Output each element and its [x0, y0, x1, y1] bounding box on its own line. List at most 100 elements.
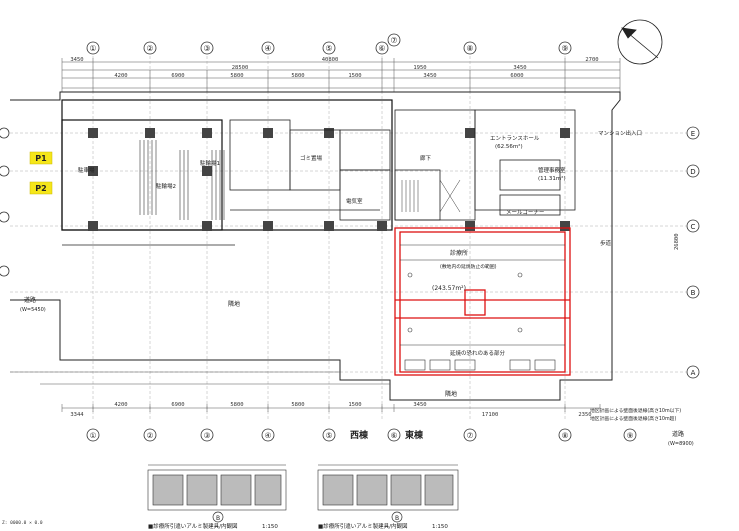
axis-top-1: ①: [89, 44, 96, 53]
property-boundary: [10, 91, 621, 401]
structural-walls: [88, 128, 570, 231]
room-label-parking2: 駐輪場2: [156, 182, 176, 190]
caption-left-scale: 1:150: [262, 524, 278, 530]
top-dimension-lines: [61, 58, 621, 92]
setback-note-1: 地区計画による壁面後退線(高さ10m以下): [590, 407, 681, 414]
axis-top-5: ⑤: [325, 44, 332, 53]
room-label-manager-area: (11.31m²): [538, 175, 566, 182]
axis-bottom-7: ⑦: [467, 431, 474, 440]
axis-bottom-9: ⑨: [627, 431, 634, 440]
axis-B-bubbles-bottom: [212, 511, 403, 523]
room-label-hall: エントランスホール: [490, 135, 540, 142]
road-right-width: (W=8900): [668, 441, 694, 447]
dim-top-sub-2: 28500: [232, 65, 249, 71]
parking-tag-p1-text: P1: [35, 154, 47, 163]
dim-top-total: 40800: [322, 57, 339, 63]
dim-top-span-1: 4200: [114, 73, 127, 79]
axis-bottom-2: ②: [147, 431, 154, 440]
axis-top-3: ③: [203, 44, 210, 53]
lot-label: 隣地: [228, 300, 240, 308]
dim-top-span-2: 6900: [171, 73, 184, 79]
dim-bottom-7: 3450: [413, 402, 426, 408]
dim-top-sub-4: 3450: [513, 65, 526, 71]
room-label-sidewalk: 歩道: [600, 239, 612, 247]
dim-top-sub-5: 2700: [585, 57, 598, 63]
axis-top-7: ⑦: [390, 36, 397, 45]
room-label-bike: 駐輪場1: [200, 159, 220, 167]
room-label-entrance: マンション出入口: [598, 129, 642, 137]
road-left-label: 道路: [24, 296, 36, 304]
axis-bottom-1: ①: [90, 431, 97, 440]
axis-B-right: B: [395, 515, 399, 522]
room-label-parking1: 駐車場: [78, 166, 95, 174]
clinic-title: 診療所: [450, 249, 468, 257]
elevation-sketch-left: [147, 464, 287, 511]
room-label-elec: 電気室: [346, 197, 363, 205]
clinic-storage-zone: 延焼の恐れのある部分: [450, 349, 506, 357]
dim-top-span-3: 5800: [230, 73, 243, 79]
dim-bottom-5: 5800: [291, 402, 304, 408]
lot-label-bottom: 隣地: [445, 390, 457, 398]
axis-top-4: ④: [264, 44, 271, 53]
interior-partitions: [62, 109, 576, 246]
caption-right-scale: 1:150: [432, 524, 448, 530]
axis-bottom-6: ⑥: [391, 431, 398, 440]
clinic-subtitle: (敷地内の延焼防止の範囲): [440, 263, 497, 270]
dim-bottom-6: 1500: [348, 402, 361, 408]
dim-bottom-3: 6900: [171, 402, 184, 408]
axis-top-8: ⑧: [466, 44, 473, 53]
axis-right-E: E: [691, 130, 695, 138]
bottom-axis-row: [86, 428, 637, 442]
right-axis-column: [686, 126, 700, 379]
axis-right-A: A: [691, 369, 696, 377]
axis-bottom-3: ③: [204, 431, 211, 440]
road-right-label: 道路: [672, 430, 684, 438]
parking-tag-p2[interactable]: P2: [29, 181, 53, 195]
bike-racks: [139, 140, 225, 220]
dim-right-total: 26800: [674, 233, 680, 250]
top-axis-row: [86, 33, 572, 55]
road-left-width: (W=5450): [20, 307, 46, 313]
dim-top-span-4: 5800: [291, 73, 304, 79]
clinic-area: (243.57m²): [432, 285, 466, 292]
axis-top-6: ⑥: [378, 44, 385, 53]
dim-bottom-9: 2350: [578, 412, 591, 418]
axis-right-C: C: [691, 223, 696, 231]
label-west-building: 西棟: [350, 429, 369, 441]
caption-left: ■診療所引違いアルミ製建具/内観図: [148, 522, 238, 530]
axis-right-D: D: [690, 168, 695, 176]
parking-tag-p1[interactable]: P1: [29, 151, 53, 165]
dim-top-sub-3: 1950: [413, 65, 426, 71]
dim-bottom-8: 17100: [482, 412, 499, 418]
dim-bottom-4: 5800: [230, 402, 243, 408]
elevation-sketch-right: [317, 464, 459, 511]
axis-B-left: B: [216, 515, 220, 522]
dim-bottom-1: 3344: [70, 412, 84, 418]
dim-bottom-2: 4200: [114, 402, 127, 408]
dim-top-sub-1: 3450: [70, 57, 83, 63]
dim-top-span-5: 1500: [348, 73, 361, 79]
clinic-red-outline: [394, 227, 571, 376]
grid-lines: [10, 56, 690, 420]
corner-stamp: Z: 0000.0 × 0.0: [2, 520, 43, 526]
axis-right-B: B: [691, 289, 696, 297]
axis-top-2: ②: [146, 44, 153, 53]
room-label-hall-area: (62.56m²): [495, 143, 523, 150]
north-arrow-icon: [617, 19, 663, 65]
clinic-partitions: [400, 244, 565, 371]
left-axis-column: [0, 127, 10, 277]
axis-bottom-5: ⑤: [326, 431, 333, 440]
caption-right: ■診療所引違いアルミ製建具/内観図: [318, 522, 408, 530]
dim-top-span-7: 6000: [510, 73, 523, 79]
bottom-dimension-lines: [10, 371, 601, 412]
room-label-manager: 管理事務室: [538, 166, 566, 174]
parking-tag-p2-text: P2: [35, 184, 46, 193]
label-east-building: 東棟: [405, 429, 424, 441]
axis-top-9: ⑨: [561, 44, 568, 53]
west-building: [61, 99, 393, 231]
room-label-garbage: ゴミ置場: [300, 154, 323, 162]
room-label-mail: メールコーナー: [506, 209, 544, 216]
axis-bottom-8: ⑧: [562, 431, 569, 440]
room-label-corridor: 廊下: [420, 154, 432, 162]
